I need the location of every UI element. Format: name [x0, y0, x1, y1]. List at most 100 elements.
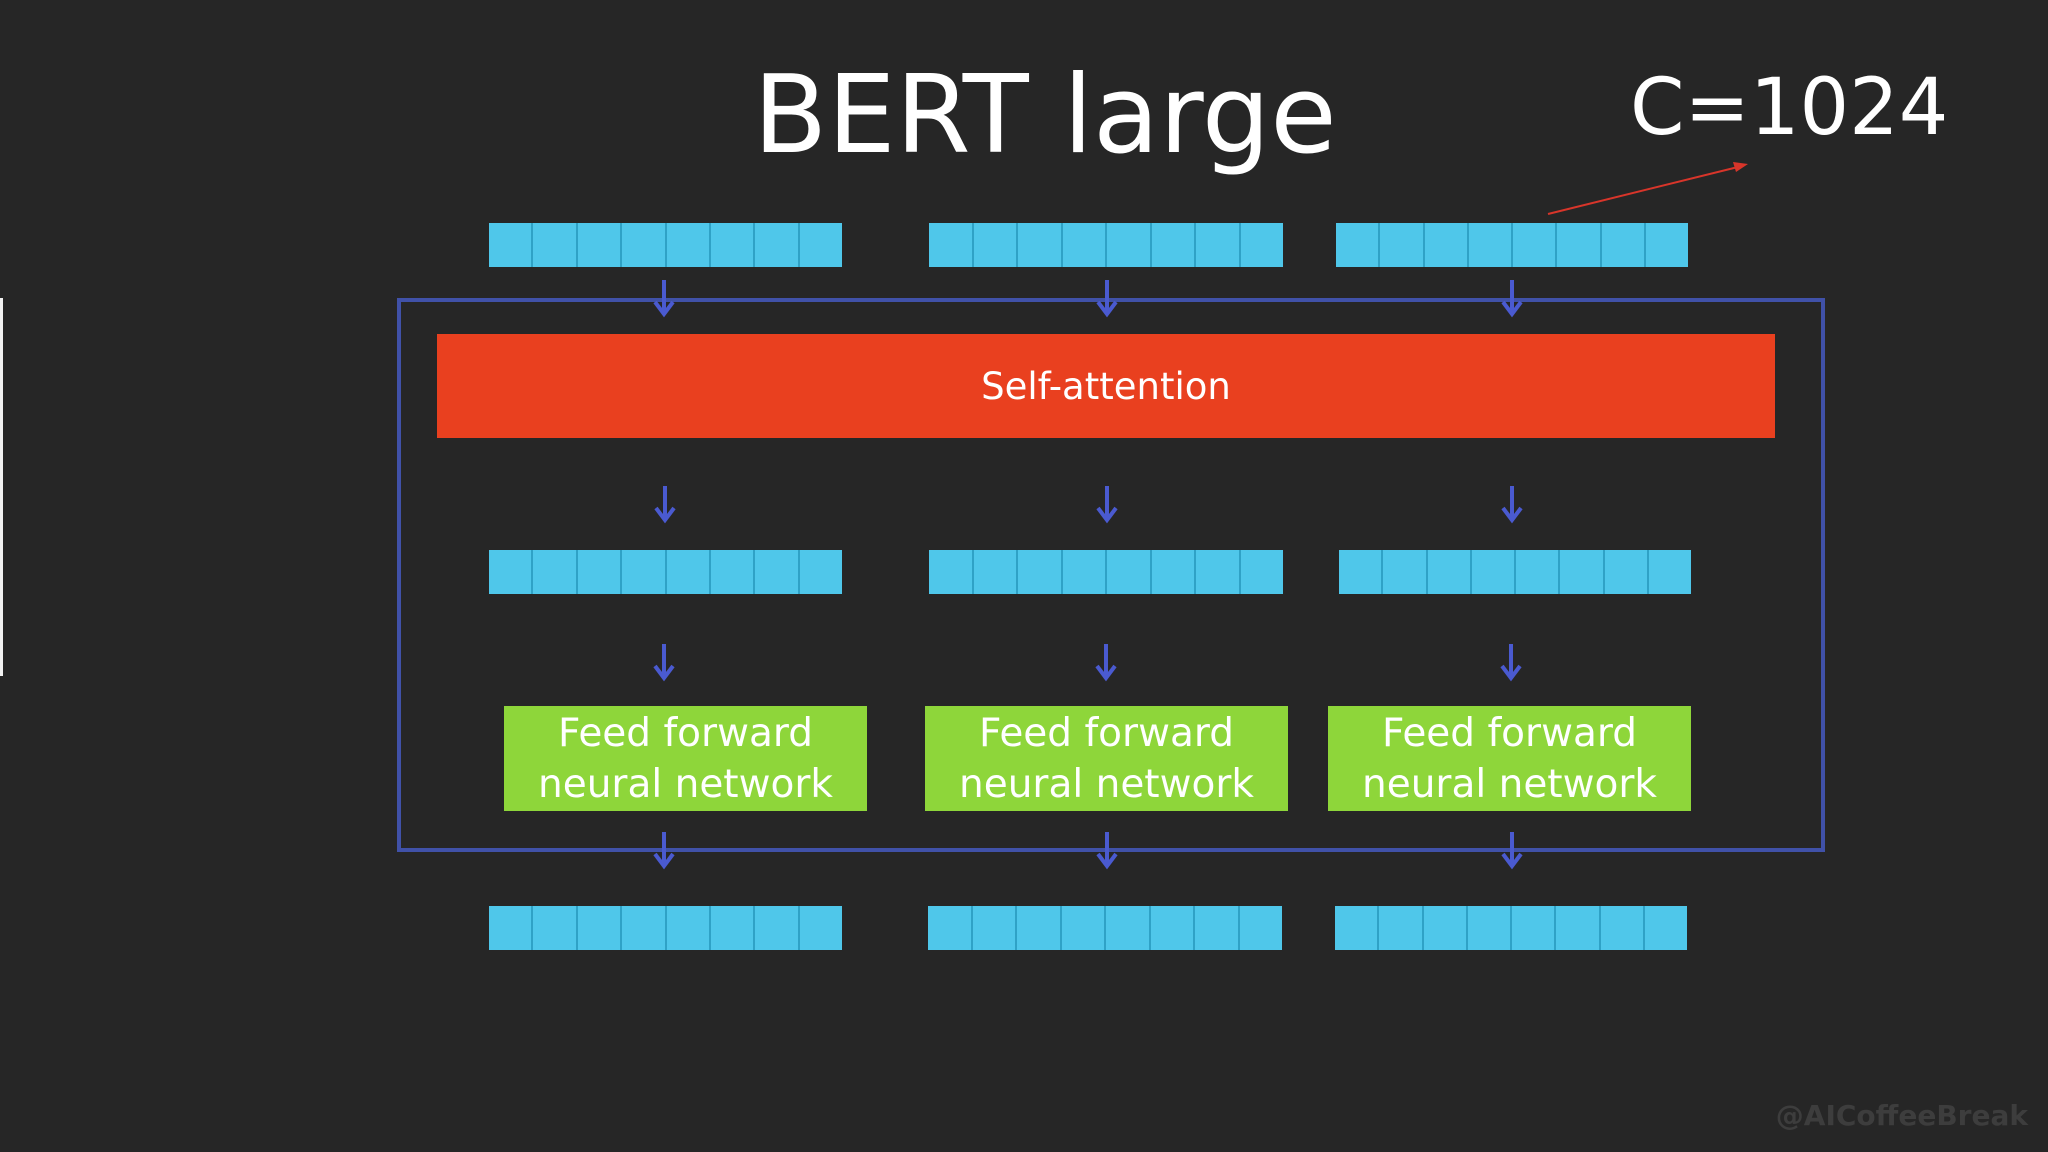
vector-cell	[973, 223, 1018, 267]
vector-cell	[1423, 906, 1468, 950]
vector-cell	[973, 550, 1018, 594]
vector-cell	[1471, 550, 1516, 594]
down-arrow-icon	[1500, 280, 1524, 318]
output-vector-2	[928, 906, 1282, 950]
vector-cell	[1427, 550, 1472, 594]
down-arrow-icon	[1095, 832, 1119, 870]
vector-cell	[1018, 550, 1063, 594]
vector-cell	[1017, 906, 1062, 950]
vector-cell	[533, 550, 578, 594]
vector-cell	[1513, 223, 1558, 267]
input-vector-1	[489, 223, 842, 267]
vector-cell	[489, 223, 534, 267]
vector-cell	[972, 906, 1017, 950]
vector-cell	[1557, 223, 1602, 267]
vector-cell	[622, 550, 667, 594]
vector-cell	[799, 223, 842, 267]
vector-cell	[1335, 906, 1380, 950]
self-attention-label: Self-attention	[981, 364, 1231, 408]
ffn-block-3: Feed forward neural network	[1328, 706, 1691, 811]
down-arrow-icon	[1094, 644, 1118, 682]
vector-cell	[1600, 906, 1645, 950]
vector-cell	[533, 906, 578, 950]
vector-cell	[1336, 223, 1381, 267]
self-attention-layer: Self-attention	[437, 334, 1775, 438]
vector-cell	[1107, 223, 1152, 267]
vector-cell	[666, 550, 711, 594]
vector-cell	[1560, 550, 1605, 594]
vector-cell	[929, 223, 974, 267]
vector-cell	[489, 550, 534, 594]
vector-cell	[1018, 223, 1063, 267]
vector-cell	[1379, 906, 1424, 950]
transformer-block-frame	[397, 298, 1825, 852]
output-vector-3	[1335, 906, 1687, 950]
vector-cell	[1516, 550, 1561, 594]
down-arrow-icon	[652, 832, 676, 870]
vector-cell	[1424, 223, 1469, 267]
down-arrow-icon	[652, 644, 676, 682]
attention-output-vector-2	[929, 550, 1283, 594]
input-vector-3	[1336, 223, 1688, 267]
vector-cell	[755, 906, 800, 950]
vector-cell	[666, 223, 711, 267]
input-vector-2	[929, 223, 1283, 267]
vector-cell	[577, 550, 623, 594]
vector-cell	[1604, 550, 1649, 594]
attention-output-vector-3	[1339, 550, 1691, 594]
vector-cell	[799, 906, 842, 950]
vector-cell	[622, 223, 667, 267]
vector-cell	[1380, 223, 1425, 267]
vector-cell	[1062, 550, 1107, 594]
down-arrow-icon	[1095, 280, 1119, 318]
ffn-block-1-line1: Feed forward	[558, 710, 813, 756]
ffn-block-3-line2: neural network	[1362, 761, 1657, 807]
vector-cell	[1062, 223, 1107, 267]
vector-cell	[1106, 906, 1151, 950]
attention-output-vector-1	[489, 550, 842, 594]
ffn-block-3-line1: Feed forward	[1382, 710, 1637, 756]
vector-cell	[1151, 550, 1196, 594]
vector-cell	[1512, 906, 1557, 950]
vector-cell	[710, 223, 756, 267]
vector-cell	[666, 906, 711, 950]
vector-cell	[1601, 223, 1646, 267]
ffn-block-2-line2: neural network	[959, 761, 1254, 807]
vector-cell	[1239, 906, 1282, 950]
vector-cell	[622, 906, 667, 950]
vector-cell	[1196, 223, 1241, 267]
ffn-block-2-line1: Feed forward	[979, 710, 1234, 756]
vector-cell	[1061, 906, 1106, 950]
down-arrow-icon	[1095, 486, 1119, 524]
vector-cell	[929, 550, 974, 594]
vector-cell	[1196, 550, 1241, 594]
ffn-block-1: Feed forward neural network	[504, 706, 867, 811]
ffn-block-1-line2: neural network	[538, 761, 833, 807]
vector-cell	[533, 223, 578, 267]
vector-cell	[1644, 906, 1687, 950]
vector-cell	[710, 906, 756, 950]
ffn-block-2: Feed forward neural network	[925, 706, 1288, 811]
down-arrow-icon	[1500, 832, 1524, 870]
vector-cell	[1648, 550, 1691, 594]
vector-cell	[755, 223, 800, 267]
vector-cell	[1195, 906, 1240, 950]
vector-cell	[489, 906, 534, 950]
left-edge-line	[0, 298, 3, 676]
vector-cell	[710, 550, 756, 594]
slide-title: BERT large	[753, 53, 1337, 178]
vector-cell	[577, 223, 623, 267]
vector-cell	[928, 906, 973, 950]
down-arrow-icon	[652, 280, 676, 318]
vector-cell	[1240, 550, 1283, 594]
vector-cell	[1468, 223, 1513, 267]
down-arrow-icon	[1499, 644, 1523, 682]
vector-cell	[1645, 223, 1688, 267]
vector-cell	[799, 550, 842, 594]
vector-cell	[1383, 550, 1428, 594]
down-arrow-icon	[653, 486, 677, 524]
vector-cell	[1240, 223, 1283, 267]
vector-cell	[1339, 550, 1384, 594]
vector-cell	[755, 550, 800, 594]
